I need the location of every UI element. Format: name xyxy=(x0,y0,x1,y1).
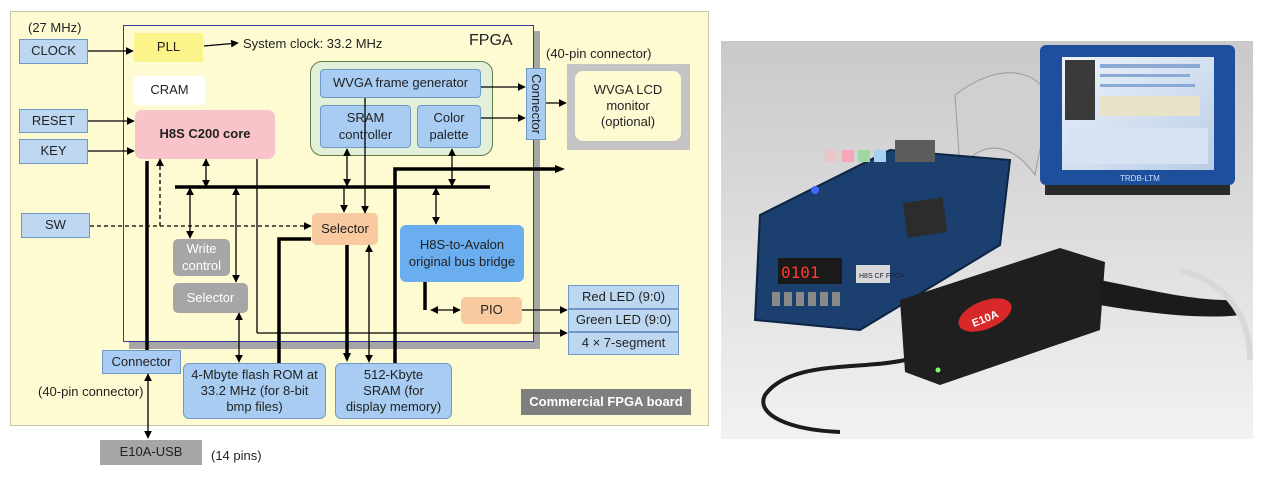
reset-input: RESET xyxy=(19,109,88,133)
green-led-output: Green LED (9:0) xyxy=(568,309,679,332)
key-input: KEY xyxy=(19,139,88,164)
commercial-board-label: Commercial FPGA board xyxy=(521,389,691,415)
bus-bridge-block: H8S-to-Avalon original bus bridge xyxy=(400,225,524,282)
clock-frequency-label: (27 MHz) xyxy=(28,20,82,35)
lcd-connector: Connector xyxy=(526,68,546,140)
fpga-label: FPGA xyxy=(469,32,513,49)
e10a-debugger-photo: E10A xyxy=(761,248,1253,434)
red-led-output: Red LED (9:0) xyxy=(568,285,679,309)
seven-segment-display: 0101 xyxy=(781,263,820,282)
wvga-frame-generator: WVGA frame generator xyxy=(320,69,481,98)
pio-block: PIO xyxy=(461,297,522,324)
cram-block: CRAM xyxy=(134,76,205,105)
h8s-core-block: H8S C200 core xyxy=(135,110,275,159)
clock-input: CLOCK xyxy=(19,39,88,64)
flash-rom-block: 4-Mbyte flash ROM at 33.2 MHz (for 8-bit… xyxy=(183,363,326,419)
external-connector: Connector xyxy=(102,350,181,374)
board-photo-label: H8S CF FPGA xyxy=(859,273,905,280)
lcd-photo-label: TRDB-LTM xyxy=(1120,174,1160,183)
sw-input: SW xyxy=(21,213,90,238)
sram-block: 512-Kbyte SRAM (for display memory) xyxy=(335,363,452,419)
lcd-connector-note: (40-pin connector) xyxy=(546,46,652,61)
lcd-monitor-photo: TRDB-LTM xyxy=(1040,45,1235,195)
selector-top: Selector xyxy=(312,213,378,245)
e10a-usb-block: E10A-USB xyxy=(100,440,202,465)
color-palette: Color palette xyxy=(417,105,481,148)
lcd-monitor: WVGA LCD monitor (optional) xyxy=(575,71,681,141)
pll-block: PLL xyxy=(134,33,203,62)
seven-segment-output: 4 × 7-segment xyxy=(568,332,679,355)
system-clock-label: System clock: 33.2 MHz xyxy=(243,36,383,51)
connector-pin-note: (40-pin connector) xyxy=(38,384,144,399)
write-control-block: Write control xyxy=(173,239,230,276)
selector-bottom: Selector xyxy=(173,283,248,313)
fpga-board-photo: 0101 H8S CF FPGA xyxy=(753,140,1012,332)
e10a-pin-note: (14 pins) xyxy=(211,448,262,463)
